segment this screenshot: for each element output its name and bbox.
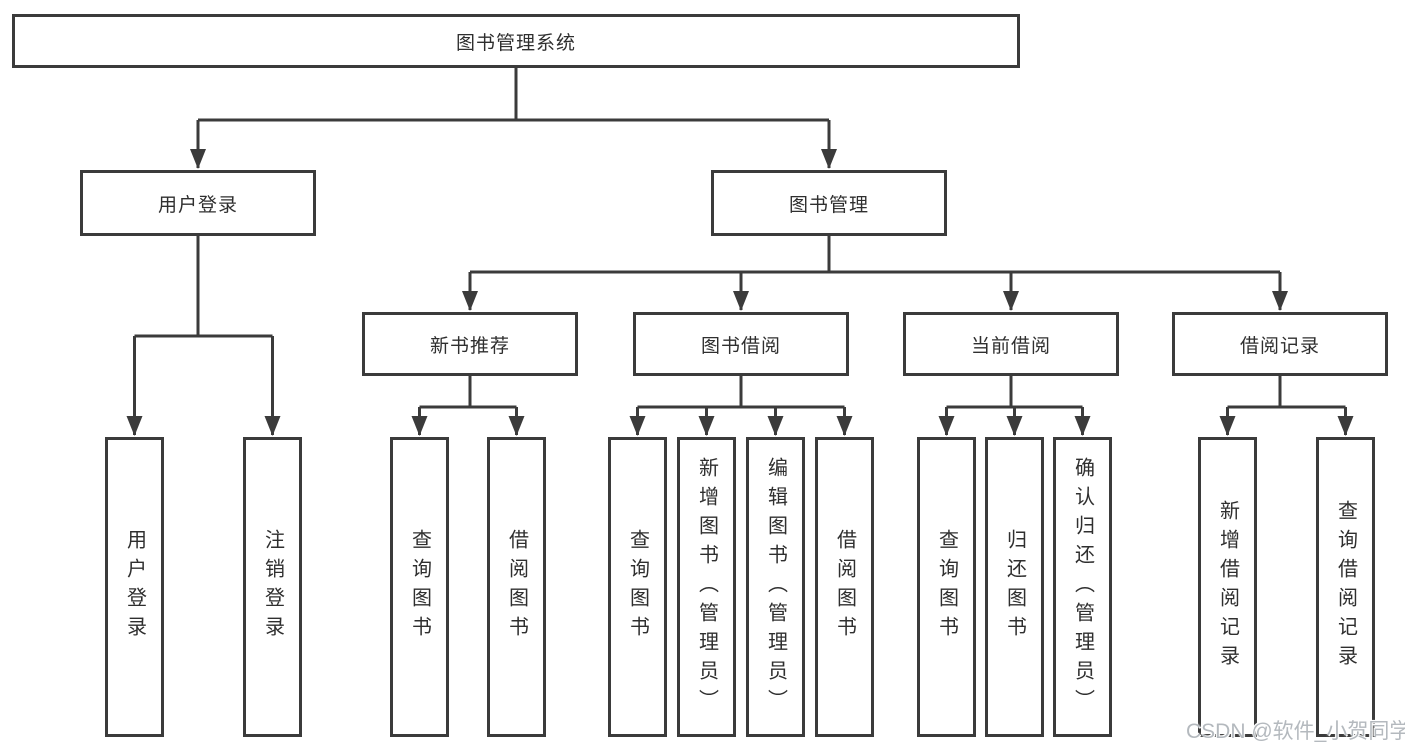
leaf-query-books-2: 查询图书 xyxy=(608,437,667,737)
leaf-borrow-books-1: 借阅图书 xyxy=(487,437,546,737)
leaf-logout: 注销登录 xyxy=(243,437,302,737)
node-new-book-recommendation: 新书推荐 xyxy=(362,312,578,376)
node-user-login: 用户登录 xyxy=(80,170,316,236)
node-current-borrowing: 当前借阅 xyxy=(903,312,1119,376)
node-borrowing-records: 借阅记录 xyxy=(1172,312,1388,376)
node-book-borrowing: 图书借阅 xyxy=(633,312,849,376)
leaf-confirm-return-admin: 确认归还（管理员） xyxy=(1053,437,1112,737)
leaf-user-login: 用户登录 xyxy=(105,437,164,737)
leaf-borrow-books-2: 借阅图书 xyxy=(815,437,874,737)
leaf-query-books-1: 查询图书 xyxy=(390,437,449,737)
leaf-add-borrow-record: 新增借阅记录 xyxy=(1198,437,1257,737)
leaf-add-book-admin: 新增图书（管理员） xyxy=(677,437,736,737)
leaf-edit-book-admin: 编辑图书（管理员） xyxy=(746,437,805,737)
node-book-management: 图书管理 xyxy=(711,170,947,236)
leaf-return-books: 归还图书 xyxy=(985,437,1044,737)
csdn-watermark: CSDN @软件_小贺同学 xyxy=(1186,720,1405,743)
leaf-query-books-3: 查询图书 xyxy=(917,437,976,737)
node-root: 图书管理系统 xyxy=(12,14,1020,68)
leaf-query-borrow-record: 查询借阅记录 xyxy=(1316,437,1375,737)
